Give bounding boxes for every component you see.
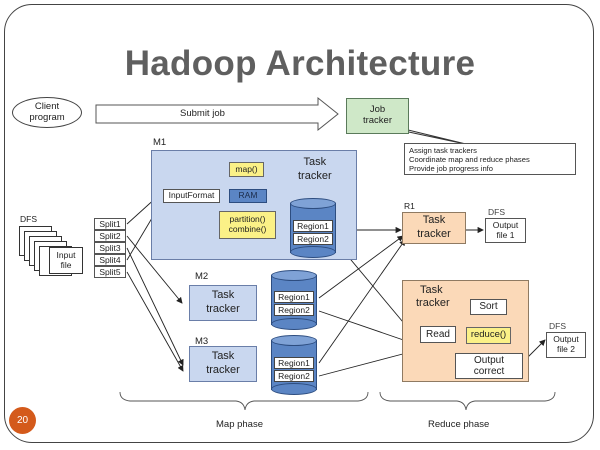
reduce-phase-label: Reduce phase xyxy=(428,419,490,430)
r1-dfs-label: DFS xyxy=(488,207,505,217)
r2-dfs-label: DFS xyxy=(549,321,566,331)
m2-label: M2 xyxy=(195,271,209,282)
inputformat-box: InputFormat xyxy=(163,189,220,203)
m1-region2: Region2 xyxy=(293,233,333,245)
reduce-function-box: reduce() xyxy=(466,327,511,344)
arrow-m2-region2-r2 xyxy=(318,310,419,347)
m2-tracker-line2: tracker xyxy=(206,303,240,315)
map-function-box: map() xyxy=(229,162,264,177)
disk-bottom xyxy=(271,318,317,330)
note-assign: Assign task trackers xyxy=(409,146,477,155)
output-correct-line1: Output xyxy=(473,354,505,366)
slide-title: Hadoop Architecture xyxy=(124,44,476,83)
note-progress: Provide job progress info xyxy=(409,164,493,173)
m2-region2: Region2 xyxy=(274,304,314,316)
input-file-box: Input file xyxy=(49,247,83,274)
input-file-line2: file xyxy=(60,259,72,270)
client-label-line1: Client xyxy=(34,101,60,113)
job-tracker-line1: Job xyxy=(369,104,386,116)
m1-local-disk: Region1 Region2 xyxy=(290,198,336,258)
r1-tracker-line2: tracker xyxy=(417,228,451,240)
output-file-2-line1: Output xyxy=(553,334,579,345)
output-correct-line2: correct xyxy=(473,366,505,377)
m3-tracker-line2: tracker xyxy=(206,364,240,376)
map-phase-label: Map phase xyxy=(216,419,264,430)
m3-label: M3 xyxy=(195,336,209,347)
sort-box: Sort xyxy=(470,299,507,315)
reduce-phase-brace xyxy=(379,391,556,411)
job-tracker-notes: Assign task trackers Coordinate map and … xyxy=(404,143,576,175)
disk-top xyxy=(290,198,336,209)
m3-region2: Region2 xyxy=(274,370,314,382)
disk-bottom xyxy=(271,383,317,395)
output-correct-box: Output correct xyxy=(455,353,523,379)
disk-top xyxy=(271,270,317,281)
split-4: Split4 xyxy=(94,254,126,266)
arrow-split2-m2 xyxy=(126,235,183,304)
disk-top xyxy=(271,335,317,346)
arrow-m2-region1-r1 xyxy=(318,235,404,299)
arrow-split5-m3 xyxy=(126,271,184,372)
m2-region1: Region1 xyxy=(274,291,314,303)
split-3: Split3 xyxy=(94,242,126,254)
client-label-line2: program xyxy=(29,111,65,123)
m2-local-disk: Region1 Region2 xyxy=(271,270,317,330)
m1-region1: Region1 xyxy=(293,220,333,232)
r1-task-tracker: Task tracker xyxy=(402,212,466,244)
m3-region1: Region1 xyxy=(274,357,314,369)
partition-label: partition() xyxy=(229,214,266,225)
m1-label: M1 xyxy=(153,137,167,148)
submit-job-arrow xyxy=(95,96,339,132)
partition-combine-box: partition() combine() xyxy=(219,211,276,239)
m1-tracker-label: Task tracker xyxy=(298,156,332,184)
arrow-m3-region1-r1 xyxy=(318,239,406,364)
split-2: Split2 xyxy=(94,230,126,242)
dfs-input-label: DFS xyxy=(20,214,37,224)
input-file-line1: Input xyxy=(56,249,76,260)
arrow-split3-m3 xyxy=(126,247,184,366)
r2-tracker-line2: tracker xyxy=(416,297,450,310)
map-phase-brace xyxy=(119,391,369,411)
output-file-1-line1: Output xyxy=(492,219,519,230)
combine-label: combine() xyxy=(228,224,267,234)
output-file-1-line2: file 1 xyxy=(496,229,515,240)
m3-local-disk: Region1 Region2 xyxy=(271,335,317,395)
page-number-badge: 20 xyxy=(9,407,36,434)
job-tracker-line2: tracker xyxy=(362,115,393,126)
output-file-1: Output file 1 xyxy=(485,218,526,243)
job-tracker-box: Job tracker xyxy=(346,98,409,134)
submit-job-label: Submit job xyxy=(180,108,225,119)
output-file-2: Output file 2 xyxy=(546,332,586,358)
r1-tracker-line1: Task xyxy=(422,214,446,227)
split-5: Split5 xyxy=(94,266,126,278)
m3-task-tracker: Task tracker xyxy=(189,346,257,382)
m3-tracker-line1: Task xyxy=(211,350,235,363)
disk-bottom xyxy=(290,246,336,258)
client-program-ellipse: Client program xyxy=(12,97,82,128)
m1-tracker-line2: tracker xyxy=(298,169,332,182)
r1-label: R1 xyxy=(404,201,415,211)
m1-tracker-line1: Task xyxy=(303,156,327,168)
m2-tracker-line1: Task xyxy=(211,289,235,302)
output-file-2-line2: file 2 xyxy=(557,344,575,354)
split-1: Split1 xyxy=(94,218,126,230)
note-coordinate: Coordinate map and reduce phases xyxy=(409,155,530,164)
read-box: Read xyxy=(420,326,456,343)
m2-task-tracker: Task tracker xyxy=(189,285,257,321)
r2-tracker-line1: Task xyxy=(420,284,443,296)
ram-box: RAM xyxy=(229,189,267,203)
arrow-m3-region2-r2 xyxy=(318,348,419,377)
r2-tracker-label: Task tracker xyxy=(416,284,450,310)
